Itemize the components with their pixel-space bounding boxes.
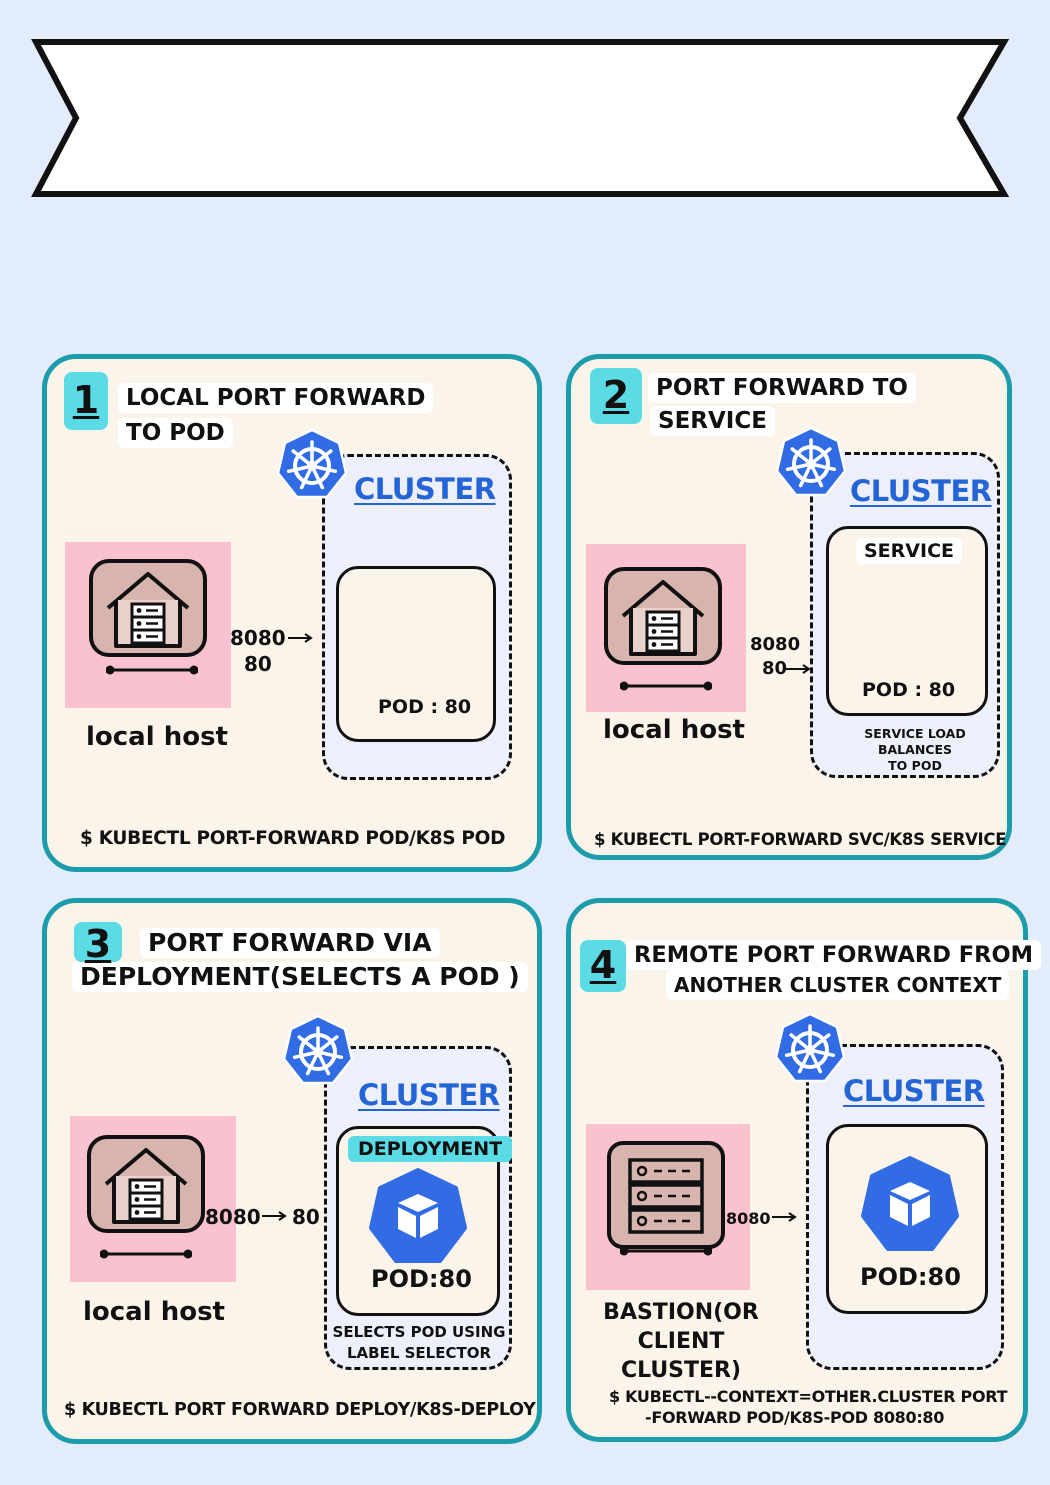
panel3-kubernetes-icon [282, 1014, 354, 1085]
panel1-port-80: 80 [244, 652, 272, 676]
panel4-arrow-right-icon [772, 1212, 796, 1222]
panel3-title-line2: DEPLOYMENT(SELECTS A POD ) [72, 962, 528, 992]
panel4-pod-label: POD:80 [860, 1263, 961, 1291]
panel4-title-line1: REMOTE PORT FORWARD FROM [626, 940, 1041, 970]
panel3-cluster-label: CLUSTER [358, 1078, 500, 1112]
panel1-port-8080: 8080 [230, 626, 286, 650]
panel3-selector-note: SELECTS POD USING LABEL SELECTOR [326, 1322, 512, 1364]
panel2-service-note: SERVICE LOAD BALANCES TO POD [855, 726, 975, 774]
panel4-title-line2: ANOTHER CLUSTER CONTEXT [666, 970, 1010, 1000]
panel1-title-line2: TO POD [118, 418, 233, 448]
panel1-pod-box [336, 566, 496, 742]
panel3-arrow-right-icon [262, 1211, 286, 1221]
panel3-number-badge: 3 [74, 922, 122, 966]
panel2-command: $ KUBECTL PORT-FORWARD SVC/K8S SERVICE [594, 830, 1007, 849]
title-banner [31, 39, 1010, 197]
panel4-kubernetes-icon [774, 1012, 846, 1083]
panel4-host-label: BASTION(OR CLIENT CLUSTER) [570, 1298, 792, 1385]
panel4-pod-cube-icon [861, 1156, 959, 1251]
panel1-command: $ KUBECTL PORT-FORWARD POD/K8S POD [80, 828, 506, 849]
panel1-title-line1: LOCAL PORT FORWARD [118, 383, 434, 413]
panel1-kubernetes-icon [276, 428, 348, 499]
panel3-title-line1: PORT FORWARD VIA [140, 928, 440, 958]
panel3-house-server-icon [87, 1135, 205, 1233]
panel4-cluster-label: CLUSTER [843, 1074, 985, 1108]
panel3-deployment-label: DEPLOYMENT [348, 1136, 513, 1162]
panel2-cluster-label: CLUSTER [850, 474, 992, 508]
panel2-pod-label: POD : 80 [862, 679, 956, 701]
panel2-host-label: local host [603, 715, 745, 745]
panel2-title-line2: SERVICE [650, 406, 775, 436]
panel1-host-line-icon [106, 664, 198, 676]
panel3-host-line-icon [100, 1248, 192, 1260]
panel4-server-rack-icon [607, 1141, 725, 1249]
panel1-host-label: local host [86, 722, 228, 752]
panel2-host-line-icon [620, 680, 712, 692]
panel1-number-badge: 1 [64, 372, 108, 430]
panel2-house-server-icon [604, 567, 722, 665]
panel4-port-8080: 8080 [726, 1209, 771, 1228]
panel1-arrow-right-icon [288, 633, 312, 643]
panel2-service-note-text: SERVICE LOAD BALANCES TO POD [864, 726, 966, 773]
panel3-command: $ KUBECTL PORT FORWARD DEPLOY/K8S-DEPLOY [64, 1400, 536, 1420]
panel4-host-line-icon [620, 1245, 712, 1257]
panel4-command-line1: $ KUBECTL--CONTEXT=OTHER.CLUSTER PORT [609, 1387, 1008, 1406]
panel4-command-line2: -FORWARD POD/K8S-POD 8080:80 [645, 1408, 945, 1427]
panel3-port-8080: 8080 [205, 1205, 261, 1229]
panel1-house-server-icon [89, 559, 207, 657]
panel2-port-8080: 8080 [750, 634, 801, 655]
panel3-pod-label: POD:80 [371, 1265, 472, 1293]
panel2-number-badge: 2 [590, 368, 642, 424]
panel2-kubernetes-icon [775, 426, 847, 497]
panel1-cluster-label: CLUSTER [354, 472, 496, 506]
panel2-arrow-right-icon [786, 664, 810, 674]
panel3-port-80: 80 [292, 1205, 320, 1229]
panel2-port-80: 80 [762, 658, 788, 679]
panel3-pod-cube-icon [369, 1168, 467, 1263]
panel2-title-line1: PORT FORWARD TO [648, 373, 916, 403]
panel3-host-label: local host [83, 1297, 225, 1327]
panel3-selector-note-text: SELECTS POD USING LABEL SELECTOR [332, 1323, 506, 1362]
panel2-service-label: SERVICE [856, 538, 962, 564]
panel4-host-label-text: BASTION(OR CLIENT CLUSTER) [603, 1300, 759, 1383]
panel1-pod-label: POD : 80 [378, 696, 472, 718]
panel4-number-badge: 4 [580, 940, 626, 992]
